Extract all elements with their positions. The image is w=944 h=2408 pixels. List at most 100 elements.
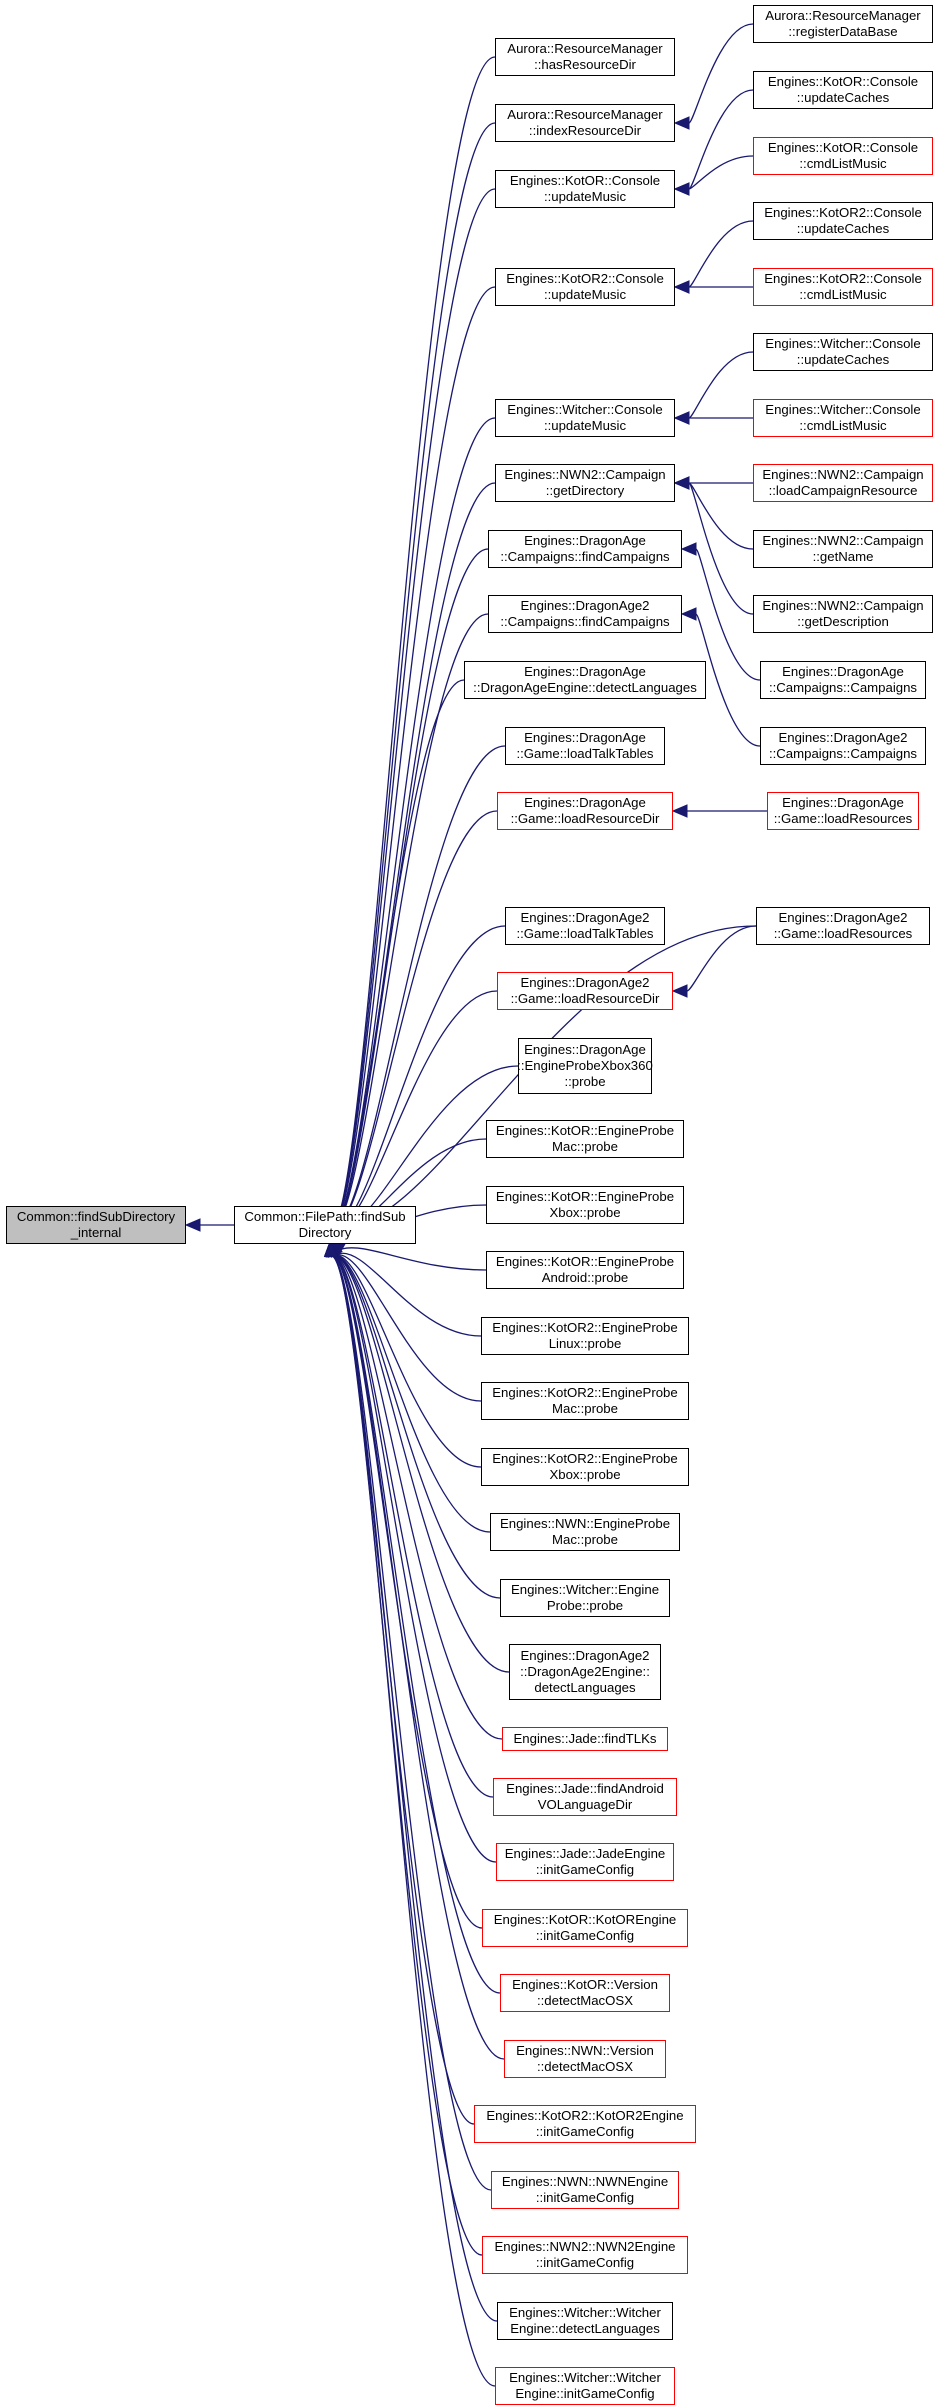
node-label-line: Engines::DragonAge xyxy=(524,664,646,679)
node-k2igc[interactable]: Engines::KotOR2::KotOR2Engine::initGameC… xyxy=(474,2105,696,2143)
node-label-line: Engines::KotOR2::Console xyxy=(764,205,922,220)
arrowhead xyxy=(671,804,688,818)
node-n2igc[interactable]: Engines::NWN2::NWN2Engine::initGameConfi… xyxy=(482,2236,688,2274)
node-label-line: Directory xyxy=(298,1225,352,1240)
node-daltt[interactable]: Engines::DragonAge::Game::loadTalkTables xyxy=(505,727,665,765)
edge-da2cc-to-da2fc xyxy=(695,613,761,747)
node-label-line: ::Game::loadResourceDir xyxy=(510,991,660,1006)
node-k2uc[interactable]: Engines::KotOR2::Console::updateCaches xyxy=(753,202,933,240)
node-label-line: Engines::KotOR2::KotOR2Engine xyxy=(486,2108,684,2123)
node-nigc[interactable]: Engines::NWN::NWNEngine::initGameConfig xyxy=(491,2171,679,2209)
node-label-line: Common::FilePath::findSub xyxy=(244,1209,406,1224)
node-label-line: ::indexResourceDir xyxy=(528,123,642,138)
edge-da2dl-to-fp xyxy=(331,1255,510,1673)
node-label-line: Xbox::probe xyxy=(549,1205,621,1220)
node-label-line: ::Game::loadResourceDir xyxy=(510,811,660,826)
node-kclm[interactable]: Engines::KotOR::Console::cmdListMusic xyxy=(753,137,933,175)
edge-daltt-to-fp xyxy=(331,745,506,1229)
edge-kcuc-to-kcum xyxy=(688,89,754,190)
node-label-line: Engines::Witcher::Witcher xyxy=(509,2305,661,2320)
node-label-line: Engines::DragonAge2 xyxy=(778,910,908,925)
node-label-line: ::Game::loadResources xyxy=(773,926,913,941)
node-nvmac[interactable]: Engines::NWN::Version::detectMacOSX xyxy=(504,2040,666,2078)
node-label-line: ::Campaigns::Campaigns xyxy=(768,680,918,695)
edge-k2igc-to-fp xyxy=(330,1255,475,2125)
node-regdb[interactable]: Aurora::ResourceManager::registerDataBas… xyxy=(753,5,933,43)
edge-dadl-to-fp xyxy=(330,679,465,1229)
node-hasrd[interactable]: Aurora::ResourceManager::hasResourceDir xyxy=(495,38,675,76)
node-dacc[interactable]: Engines::DragonAge::Campaigns::Campaigns xyxy=(760,661,926,699)
edge-da2lr-to-da2lrd xyxy=(686,925,757,992)
edge-da2fc-to-fp xyxy=(330,613,489,1229)
node-jtlk[interactable]: Engines::Jade::findTLKs xyxy=(502,1727,668,1751)
edge-k2um-to-fp xyxy=(330,286,496,1229)
node-wcuc[interactable]: Engines::Witcher::Console::updateCaches xyxy=(753,333,933,371)
edge-dacc-to-dafc xyxy=(695,548,761,681)
node-label-line: Engines::KotOR::KotOREngine xyxy=(493,1912,677,1927)
node-da2ltt[interactable]: Engines::DragonAge2::Game::loadTalkTable… xyxy=(505,907,665,945)
node-label-line: ::DragonAgeEngine::detectLanguages xyxy=(473,680,697,695)
edge-jigc-to-fp xyxy=(330,1255,497,1863)
node-label-line: Common::findSubDirectory xyxy=(16,1209,176,1224)
node-label-line: Engines::Witcher::Engine xyxy=(510,1582,660,1597)
node-label-line: Engines::KotOR::EngineProbe xyxy=(495,1189,675,1204)
node-label-line: ::EngineProbeXbox360 xyxy=(517,1058,653,1073)
node-label-line: Engines::DragonAge2 xyxy=(520,910,650,925)
node-n2gdesc[interactable]: Engines::NWN2::Campaign::getDescription xyxy=(753,595,933,633)
node-label-line: Linux::probe xyxy=(548,1336,622,1351)
node-kvmac[interactable]: Engines::KotOR::Version::detectMacOSX xyxy=(500,1974,670,2012)
node-kigc[interactable]: Engines::KotOR::KotOREngine::initGameCon… xyxy=(482,1909,688,1947)
node-kcum[interactable]: Engines::KotOR::Console::updateMusic xyxy=(495,170,675,208)
node-label-line: Engines::NWN2::Campaign xyxy=(504,467,666,482)
node-n2gd[interactable]: Engines::NWN2::Campaign::getDirectory xyxy=(495,464,675,502)
node-dax360[interactable]: Engines::DragonAge::EngineProbeXbox360::… xyxy=(517,1038,653,1094)
node-dadl[interactable]: Engines::DragonAge::DragonAgeEngine::det… xyxy=(464,661,706,699)
node-da2fc[interactable]: Engines::DragonAge2::Campaigns::findCamp… xyxy=(488,595,682,633)
node-jigc[interactable]: Engines::Jade::JadeEngine::initGameConfi… xyxy=(496,1843,674,1881)
node-label-line: Mac::probe xyxy=(552,1532,618,1547)
node-k2lm[interactable]: Engines::KotOR2::Console::cmdListMusic xyxy=(753,268,933,306)
node-da2cc[interactable]: Engines::DragonAge2::Campaigns::Campaign… xyxy=(760,727,926,765)
node-label-line: Engines::KotOR::Console xyxy=(767,74,919,89)
node-da2lr[interactable]: Engines::DragonAge2::Game::loadResources xyxy=(756,907,930,945)
node-dalr[interactable]: Engines::DragonAge::Game::loadResources xyxy=(767,792,919,830)
node-da2dl[interactable]: Engines::DragonAge2::DragonAge2Engine::d… xyxy=(509,1644,661,1700)
node-label-line: ::Game::loadTalkTables xyxy=(516,926,654,941)
edge-k2lin-to-fp xyxy=(336,1252,482,1337)
node-label-line: Aurora::ResourceManager xyxy=(507,107,663,122)
node-label-line: ::probe xyxy=(564,1074,606,1089)
edge-javo-to-fp xyxy=(331,1255,494,1798)
node-label-line: Engine::initGameConfig xyxy=(515,2386,655,2401)
node-idxrd[interactable]: Aurora::ResourceManager::indexResourceDi… xyxy=(495,104,675,142)
node-n2lcr[interactable]: Engines::NWN2::Campaign::loadCampaignRes… xyxy=(753,464,933,502)
edge-wcum-to-fp xyxy=(330,417,496,1229)
node-label-line: Engines::Witcher::Console xyxy=(507,402,663,417)
node-label-line: Engines::KotOR::Console xyxy=(509,173,661,188)
node-kcuc[interactable]: Engines::KotOR::Console::updateCaches xyxy=(753,71,933,109)
node-label-line: ::updateCaches xyxy=(796,90,890,105)
node-label-line: _internal xyxy=(70,1225,122,1240)
node-wclm[interactable]: Engines::Witcher::Console::cmdListMusic xyxy=(753,399,933,437)
node-dalrd[interactable]: Engines::DragonAge::Game::loadResourceDi… xyxy=(497,792,673,830)
node-da2lrd[interactable]: Engines::DragonAge2::Game::loadResourceD… xyxy=(497,972,673,1010)
node-dafc[interactable]: Engines::DragonAge::Campaigns::findCampa… xyxy=(488,530,682,568)
node-label-line: Engines::DragonAge xyxy=(782,664,904,679)
node-label-line: Engines::KotOR::EngineProbe xyxy=(495,1123,675,1138)
node-wcum[interactable]: Engines::Witcher::Console::updateMusic xyxy=(495,399,675,437)
node-label-line: Engines::Witcher::Console xyxy=(765,336,921,351)
node-n2gn[interactable]: Engines::NWN2::Campaign::getName xyxy=(753,530,933,568)
node-k2um[interactable]: Engines::KotOR2::Console::updateMusic xyxy=(495,268,675,306)
edge-jtlk-to-fp xyxy=(331,1255,503,1740)
